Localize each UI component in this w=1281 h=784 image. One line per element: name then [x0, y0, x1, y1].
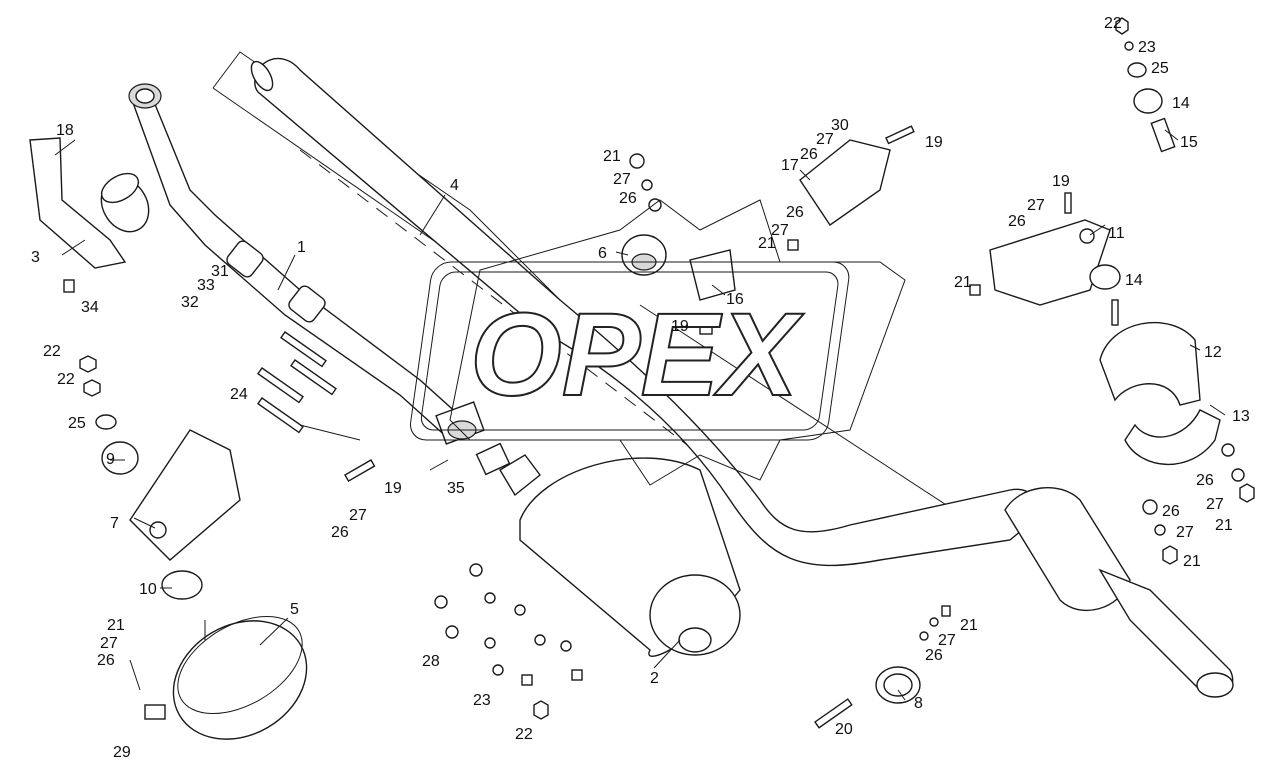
rear-clamp	[1099, 299, 1255, 565]
callout-24: 24	[230, 386, 248, 403]
front-muffler	[499, 454, 741, 657]
callout-8: 8	[914, 695, 923, 712]
callout-14b: 14	[1125, 272, 1143, 289]
callout-22c: 22	[1104, 15, 1122, 32]
callout-26a: 26	[619, 190, 637, 207]
callout-34: 34	[81, 299, 99, 316]
callout-12: 12	[1204, 344, 1222, 361]
callout-31: 31	[211, 263, 229, 280]
callout-27g: 27	[349, 507, 367, 524]
callout-9: 9	[106, 451, 115, 468]
callout-29: 29	[113, 744, 131, 761]
callout-15: 15	[1180, 134, 1198, 151]
callout-21b: 21	[758, 235, 776, 252]
callout-35: 35	[447, 480, 465, 497]
callout-26g: 26	[331, 524, 349, 541]
callout-23a: 23	[1138, 39, 1156, 56]
callout-2: 2	[650, 670, 659, 687]
callout-1: 1	[297, 239, 306, 256]
callout-33: 33	[197, 277, 215, 294]
callout-27b: 27	[816, 131, 834, 148]
callout-21e: 21	[1215, 517, 1233, 534]
callout-21d: 21	[107, 617, 125, 634]
watermark-logo-text: OPEX	[470, 289, 804, 421]
callout-17: 17	[781, 157, 799, 174]
callout-18: 18	[56, 122, 74, 139]
pipe-clamp	[814, 605, 951, 729]
callout-11: 11	[1108, 225, 1125, 242]
callout-27e: 27	[1206, 496, 1224, 513]
callout-21a: 21	[603, 148, 621, 165]
clamp-band	[144, 615, 308, 740]
callout-22b: 22	[57, 371, 75, 388]
callout-21g: 21	[960, 617, 978, 634]
callout-28: 28	[422, 653, 440, 670]
callout-16: 16	[726, 291, 744, 308]
callout-22a: 22	[43, 343, 61, 360]
callout-32: 32	[181, 294, 199, 311]
callout-26f: 26	[1162, 503, 1180, 520]
callout-6: 6	[598, 245, 607, 262]
bracket-assembly-left	[79, 355, 241, 600]
callout-21f: 21	[1183, 553, 1201, 570]
rear-hanger	[969, 17, 1176, 306]
callout-21c: 21	[954, 274, 972, 291]
callout-26h: 26	[97, 652, 115, 669]
callout-26i: 26	[925, 647, 943, 664]
callout-27i: 27	[938, 632, 956, 649]
washer-nut-group	[434, 563, 583, 720]
callout-30: 30	[831, 117, 849, 134]
callout-7: 7	[110, 515, 119, 532]
callout-25b: 25	[1151, 60, 1169, 77]
leader-lines	[54, 129, 1226, 701]
callout-14a: 14	[1172, 95, 1190, 112]
callout-26c: 26	[786, 204, 804, 221]
callout-19a: 19	[925, 134, 943, 151]
callout-25a: 25	[68, 415, 86, 432]
opex-watermark: OPEX	[410, 199, 906, 486]
front-pipe	[128, 83, 479, 441]
callout-labels: 1 2 3 4 5 6 7 8 9 10 11 12 13 14 14 15 1…	[31, 15, 1250, 761]
callout-27a: 27	[613, 171, 631, 188]
callout-27c: 27	[771, 222, 789, 239]
callout-4: 4	[450, 177, 459, 194]
callout-20: 20	[835, 721, 853, 738]
callout-10: 10	[139, 581, 157, 598]
callout-19d: 19	[384, 480, 402, 497]
callout-26b: 26	[800, 146, 818, 163]
rear-muffler	[1004, 486, 1234, 698]
callout-27h: 27	[100, 635, 118, 652]
bolts-group	[257, 331, 376, 483]
callout-27d: 27	[1027, 197, 1045, 214]
callout-26d: 26	[1008, 213, 1026, 230]
callout-3: 3	[31, 249, 40, 266]
callout-19c: 19	[671, 318, 689, 335]
callout-22d: 22	[515, 726, 533, 743]
callout-23b: 23	[473, 692, 491, 709]
callout-26e: 26	[1196, 472, 1214, 489]
front-bracket	[29, 137, 150, 293]
callout-27f: 27	[1176, 524, 1194, 541]
callout-19b: 19	[1052, 173, 1070, 190]
callout-13: 13	[1232, 408, 1250, 425]
callout-5: 5	[290, 601, 299, 618]
